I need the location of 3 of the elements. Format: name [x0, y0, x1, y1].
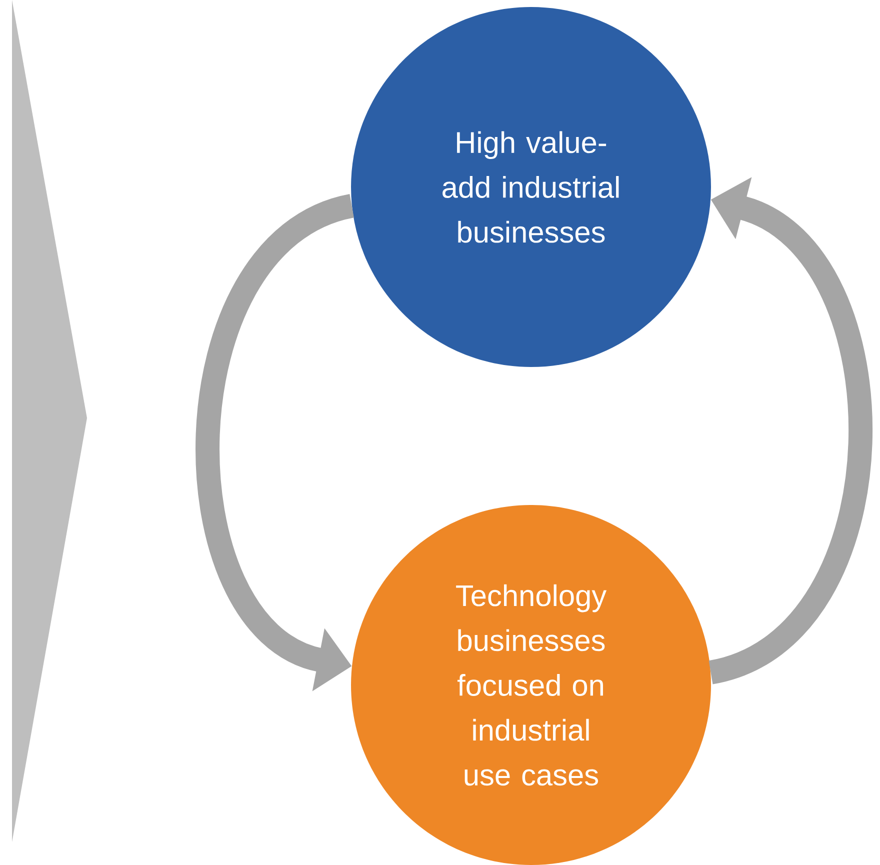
chevron-shape	[12, 0, 87, 842]
circle-node: High value-add industrial businesses	[351, 7, 711, 367]
circle-node: Technology businesses focused on industrial use cases	[351, 505, 711, 865]
